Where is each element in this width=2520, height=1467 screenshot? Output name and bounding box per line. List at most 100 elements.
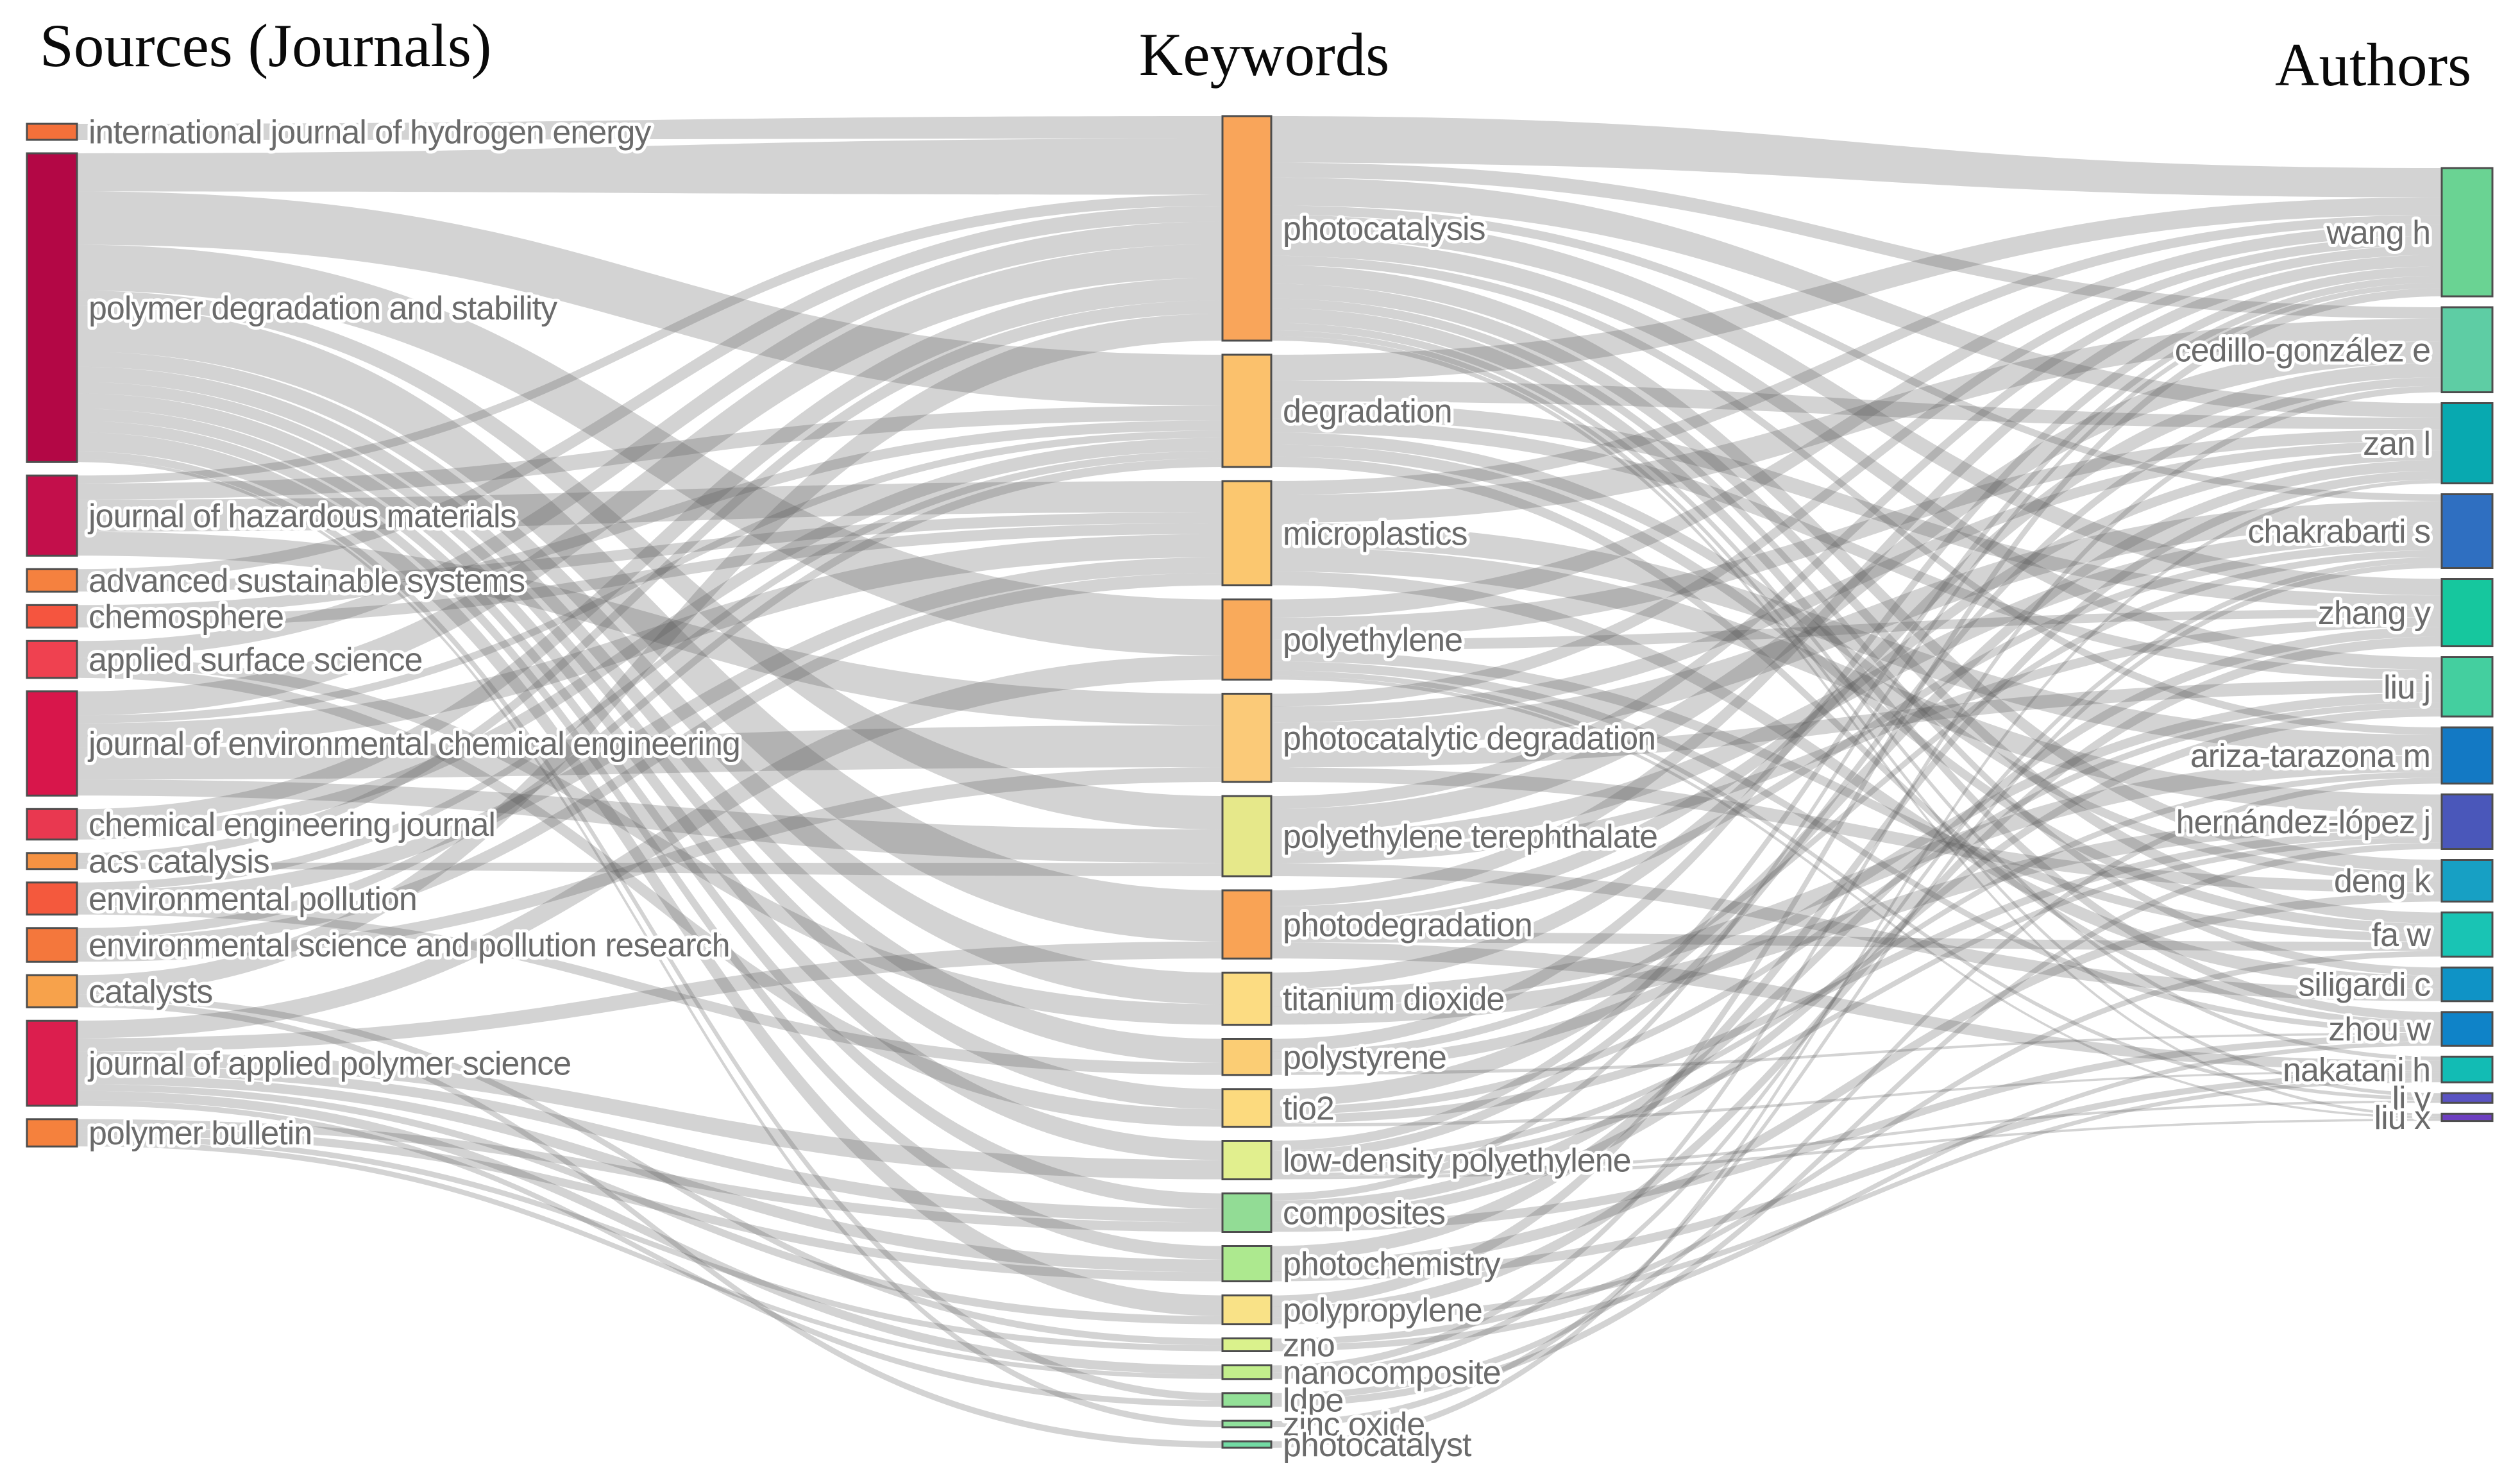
- link-polymer-degradation-and-stability--zinc-oxide[interactable]: [77, 459, 1222, 1428]
- link-acs-catalysis--polyethylene-terephthalate[interactable]: [77, 862, 1222, 876]
- link-polymer-degradation-and-stability--polyethylene-terephthalate[interactable]: [77, 290, 1222, 830]
- link-journal-of-hazardous-materials--photocatalytic-degradation[interactable]: [77, 531, 1222, 725]
- link-ldpe--hern-ndez-l-pez-j[interactable]: [1271, 842, 2442, 1407]
- node-journal-of-hazardous-materials[interactable]: [26, 474, 78, 557]
- link-chemical-engineering-journal--degradation[interactable]: [77, 437, 1222, 840]
- link-titanium-dioxide--hern-ndez-l-pez-j[interactable]: [1271, 814, 2442, 1025]
- link-journal-of-hazardous-materials--degradation[interactable]: [77, 405, 1222, 500]
- link-catalysts--photocatalyst[interactable]: [77, 1001, 1222, 1448]
- link-polymer-bulletin--composites[interactable]: [77, 1119, 1222, 1232]
- link-degradation--zhou-w[interactable]: [1271, 456, 2442, 1028]
- link-photodegradation--zan-l[interactable]: [1271, 450, 2442, 922]
- node-photodegradation[interactable]: [1221, 889, 1273, 960]
- link-polyethylene--wang-h[interactable]: [1271, 224, 2442, 618]
- link-zno--zhou-w[interactable]: [1271, 1041, 2442, 1352]
- link-low-density-polyethylene--wang-h[interactable]: [1271, 276, 2442, 1151]
- link-ldpe--ariza-tarazona-m[interactable]: [1271, 777, 2442, 1400]
- link-polymer-degradation-and-stability--degradation[interactable]: [77, 191, 1222, 406]
- link-chemical-engineering-journal--photocatalysis[interactable]: [77, 278, 1222, 826]
- node-catalysts[interactable]: [26, 974, 78, 1008]
- node-composites[interactable]: [1221, 1192, 1273, 1233]
- node-polymer-bulletin[interactable]: [26, 1118, 78, 1148]
- link-polyethylene-terephthalate--siligardi-c[interactable]: [1271, 863, 2442, 1001]
- node-chakrabarti-s[interactable]: [2440, 493, 2494, 569]
- node-li-y[interactable]: [2440, 1092, 2494, 1104]
- link-photocatalyst--zan-l[interactable]: [1271, 479, 2442, 1448]
- link-photocatalysis--cedillo-gonz-lez-e[interactable]: [1271, 162, 2442, 319]
- link-composites--zhou-w[interactable]: [1271, 1035, 2442, 1232]
- link-environmental-pollution--degradation[interactable]: [77, 451, 1222, 891]
- link-degradation--fa-w[interactable]: [1271, 445, 2442, 934]
- node-deng-k[interactable]: [2440, 859, 2494, 903]
- node-nakatani-h[interactable]: [2440, 1055, 2494, 1083]
- node-zhang-y[interactable]: [2440, 578, 2494, 647]
- link-applied-surface-science--titanium-dioxide[interactable]: [77, 657, 1222, 1025]
- link-photocatalytic-degradation--chakrabarti-s[interactable]: [1271, 501, 2442, 752]
- link-tio2--hern-ndez-l-pez-j[interactable]: [1271, 829, 2442, 1124]
- link-journal-of-applied-polymer-science--polyethylene[interactable]: [77, 655, 1222, 1039]
- link-journal-of-environmental-chemical-engineering--photocatalysis[interactable]: [77, 244, 1222, 716]
- link-composites--zhang-y[interactable]: [1271, 627, 2442, 1212]
- link-polymer-degradation-and-stability--polystyrene[interactable]: [77, 366, 1222, 1064]
- link-polypropylene--nakatani-h[interactable]: [1271, 1078, 2442, 1325]
- link-polyethylene--liu-x[interactable]: [1271, 675, 2442, 1119]
- link-microplastics--cedillo-gonz-lez-e[interactable]: [1271, 318, 2442, 523]
- link-degradation--zan-l[interactable]: [1271, 380, 2442, 430]
- link-journal-of-environmental-chemical-engineering--degradation[interactable]: [77, 430, 1222, 724]
- node-hern-ndez-l-pez-j[interactable]: [2440, 793, 2494, 850]
- link-journal-of-environmental-chemical-engineering--polyethylene-terephthalate[interactable]: [77, 779, 1222, 863]
- link-degradation--deng-k[interactable]: [1271, 432, 2442, 881]
- node-zhou-w[interactable]: [2440, 1011, 2494, 1047]
- link-polyethylene--zhou-w[interactable]: [1271, 661, 2442, 1033]
- link-photocatalytic-degradation--deng-k[interactable]: [1271, 767, 2442, 893]
- link-photocatalysis--ariza-tarazona-m[interactable]: [1271, 255, 2442, 735]
- link-low-density-polyethylene--hern-ndez-l-pez-j[interactable]: [1271, 837, 2442, 1173]
- link-tio2--liu-j[interactable]: [1271, 702, 2442, 1115]
- node-polystyrene[interactable]: [1221, 1038, 1273, 1076]
- link-degradation--zhang-y[interactable]: [1271, 401, 2442, 609]
- link-photochemistry--deng-k[interactable]: [1271, 892, 2442, 1272]
- link-advanced-sustainable-systems--photocatalysis[interactable]: [77, 206, 1222, 581]
- node-journal-of-environmental-chemical-engineering[interactable]: [26, 690, 78, 797]
- node-photochemistry[interactable]: [1221, 1245, 1273, 1282]
- link-zinc-oxide--chakrabarti-s[interactable]: [1271, 563, 2442, 1427]
- link-journal-of-environmental-chemical-engineering--microplastics[interactable]: [77, 534, 1222, 748]
- link-polystyrene--chakrabarti-s[interactable]: [1271, 550, 2442, 1060]
- node-polypropylene[interactable]: [1221, 1294, 1273, 1325]
- link-nanocomposite--chakrabarti-s[interactable]: [1271, 557, 2442, 1379]
- node-degradation[interactable]: [1221, 353, 1273, 468]
- link-polystyrene--liu-j[interactable]: [1271, 692, 2442, 1072]
- link-low-density-polyethylene--ariza-tarazona-m[interactable]: [1271, 772, 2442, 1167]
- link-degradation--liu-j[interactable]: [1271, 418, 2442, 680]
- link-journal-of-applied-polymer-science--low-density-polyethylene[interactable]: [77, 1051, 1222, 1180]
- link-polymer-degradation-and-stability--composites[interactable]: [77, 409, 1222, 1209]
- node-ldpe[interactable]: [1221, 1392, 1273, 1408]
- link-journal-of-applied-polymer-science--composites[interactable]: [77, 1065, 1222, 1223]
- link-journal-of-applied-polymer-science--nanocomposite[interactable]: [77, 1090, 1222, 1375]
- node-chemosphere[interactable]: [26, 604, 78, 629]
- link-journal-of-hazardous-materials--photocatalysis[interactable]: [77, 194, 1222, 484]
- link-titanium-dioxide--cedillo-gonz-lez-e[interactable]: [1271, 362, 2442, 989]
- link-photochemistry--nakatani-h[interactable]: [1271, 1072, 2442, 1282]
- link-photodegradation--fa-w[interactable]: [1271, 932, 2442, 951]
- node-siligardi-c[interactable]: [2440, 966, 2494, 1003]
- link-microplastics--siligardi-c[interactable]: [1271, 571, 2442, 988]
- link-photocatalysis--chakrabarti-s[interactable]: [1271, 205, 2442, 502]
- node-journal-of-applied-polymer-science[interactable]: [26, 1019, 78, 1107]
- link-polymer-degradation-and-stability--photochemistry[interactable]: [77, 421, 1222, 1260]
- link-journal-of-applied-polymer-science--ldpe[interactable]: [77, 1100, 1222, 1407]
- link-journal-of-applied-polymer-science--polypropylene[interactable]: [77, 1084, 1222, 1325]
- node-environmental-science-and-pollution-research[interactable]: [26, 927, 78, 963]
- link-photocatalysis--siligardi-c[interactable]: [1271, 298, 2442, 976]
- node-wang-h[interactable]: [2440, 167, 2494, 298]
- node-chemical-engineering-journal[interactable]: [26, 808, 78, 841]
- link-polyethylene-terephthalate--wang-h[interactable]: [1271, 245, 2442, 810]
- link-applied-surface-science--photocatalysis[interactable]: [77, 221, 1222, 657]
- link-microplastics--wang-h[interactable]: [1271, 215, 2442, 495]
- node-acs-catalysis[interactable]: [26, 852, 78, 870]
- link-composites--liu-j[interactable]: [1271, 708, 2442, 1223]
- link-polystyrene--wang-h[interactable]: [1271, 266, 2442, 1052]
- link-polymer-degradation-and-stability--photocatalysis[interactable]: [77, 139, 1222, 195]
- link-photodegradation--chakrabarti-s[interactable]: [1271, 542, 2442, 932]
- node-international-journal-of-hydrogen-energy[interactable]: [26, 123, 78, 141]
